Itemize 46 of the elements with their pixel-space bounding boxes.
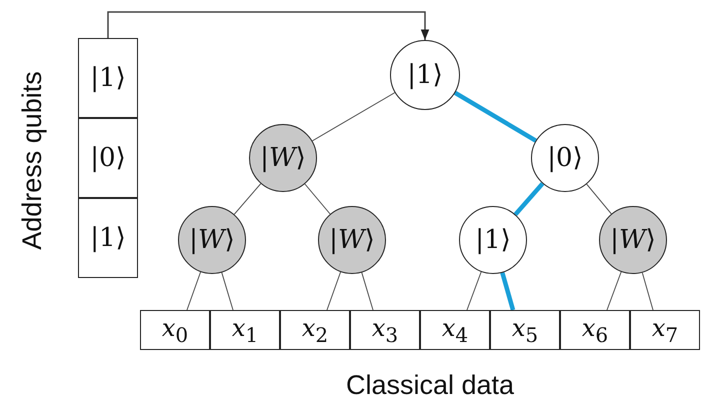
ket-label: |0⟩ <box>90 143 126 173</box>
tree-edge <box>586 184 612 214</box>
ket-label: x$_{2}$ <box>302 314 328 346</box>
tree-edge <box>326 272 342 310</box>
tree-edge <box>186 272 202 310</box>
ket-label: x$_{6}$ <box>582 314 608 346</box>
tree-edge <box>221 272 234 310</box>
ket-label: |W⟩ <box>189 225 235 255</box>
ket-label: |W⟩ <box>329 225 375 255</box>
tree-edge <box>606 271 622 310</box>
ket-label: x$_{3}$ <box>372 314 398 346</box>
axis-title: Address qubits <box>16 70 48 250</box>
tree-edge <box>361 272 374 310</box>
tree-edge <box>514 182 544 216</box>
data-cell <box>560 310 630 350</box>
ket-label: |1⟩ <box>407 60 443 90</box>
data-cell <box>420 310 490 350</box>
ket-label: |1⟩ <box>475 225 511 255</box>
data-cell <box>350 310 420 350</box>
tree-edge <box>466 271 482 310</box>
tree-edge <box>312 92 396 142</box>
ket-label: x$_{7}$ <box>652 314 678 346</box>
ket-label: x$_{1}$ <box>232 314 258 346</box>
register-cell <box>78 38 138 118</box>
ket-label: |0⟩ <box>547 143 583 173</box>
ket-label: x$_{4}$ <box>442 314 468 346</box>
tree-edge <box>642 272 654 310</box>
ket-label: x$_{0}$ <box>162 314 188 346</box>
caption-label: Classical data <box>346 370 514 400</box>
tree-edge <box>304 184 331 214</box>
arrow <box>107 11 430 40</box>
data-cell <box>210 310 280 350</box>
data-cell <box>280 310 350 350</box>
data-cell <box>140 310 210 350</box>
data-cell <box>630 310 700 350</box>
register-cell <box>78 198 138 278</box>
ket-label: x$_{5}$ <box>512 314 538 346</box>
ket-label: |W⟩ <box>260 143 306 173</box>
ket-label: |1⟩ <box>90 63 126 93</box>
register-cell <box>78 118 138 198</box>
tree-edge <box>454 90 537 143</box>
data-cell <box>490 310 560 350</box>
ket-label: |W⟩ <box>610 225 656 255</box>
ket-label: |1⟩ <box>90 223 126 253</box>
tree-edge <box>500 272 516 311</box>
tree-edge <box>234 183 262 215</box>
